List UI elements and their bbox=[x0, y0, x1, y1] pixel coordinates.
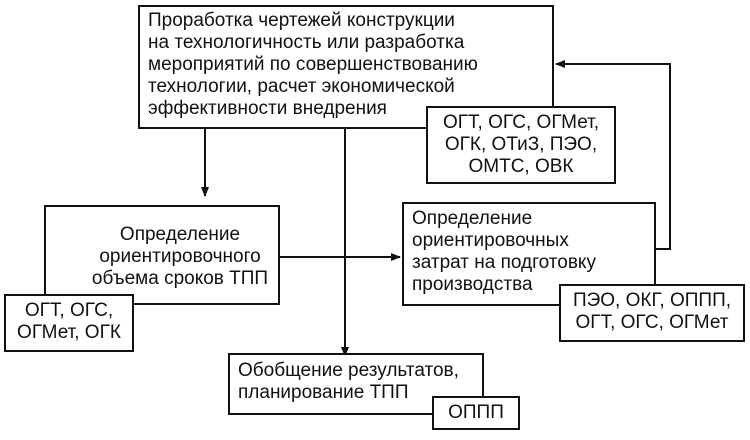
timing-box bbox=[44, 205, 280, 305]
timing-depts-line-1: ОГТ, ОГС, bbox=[24, 300, 114, 321]
costs-depts-line-2: ОГТ, ОГС, ОГМет bbox=[575, 312, 729, 333]
design-review-depts-line-2: ОГК, ОТиЗ, ПЭО, bbox=[444, 134, 598, 155]
timing-line-2: ориентировочного bbox=[99, 246, 261, 267]
timing-depts-line-2: ОГМет, ОГК bbox=[17, 322, 121, 343]
arrow-costs-feedback bbox=[555, 60, 671, 250]
design-review-line-1: Проработка чертежей конструкции bbox=[148, 10, 455, 31]
timing-line-3: объема сроков ТПП bbox=[91, 268, 269, 289]
costs-line-2: ориентировочных bbox=[412, 230, 569, 251]
design-review-depts-line-1: ОГТ, ОГС, ОГМет, bbox=[442, 112, 600, 133]
design-review-depts-line-3: ОМТС, ОВК bbox=[468, 156, 574, 177]
costs-line-1: Определение bbox=[412, 208, 533, 229]
costs-line-4: производства bbox=[412, 274, 533, 295]
summary-depts-line-1: ОППП bbox=[448, 402, 504, 423]
design-review-line-2: на технологичность или разработка bbox=[148, 32, 465, 53]
costs-line-3: затрат на подготовку bbox=[412, 252, 596, 273]
costs-depts-line-1: ПЭО, ОКГ, ОППП, bbox=[572, 290, 732, 311]
design-review-depts-box bbox=[426, 106, 616, 184]
design-review-line-4: технологии, расчет экономической bbox=[148, 76, 455, 97]
summary-line-2: планирование ТПП bbox=[238, 382, 409, 403]
design-review-line-5: эффективности внедрения bbox=[148, 98, 387, 119]
summary-line-1: Обобщение результатов, bbox=[238, 360, 459, 381]
summary-depts-box bbox=[432, 396, 520, 430]
costs-depts-box bbox=[559, 284, 745, 342]
design-review-line-3: мероприятий по совершенствованию bbox=[148, 54, 478, 75]
timing-line-1: Определение bbox=[119, 224, 241, 245]
timing-depts-box bbox=[4, 294, 134, 352]
